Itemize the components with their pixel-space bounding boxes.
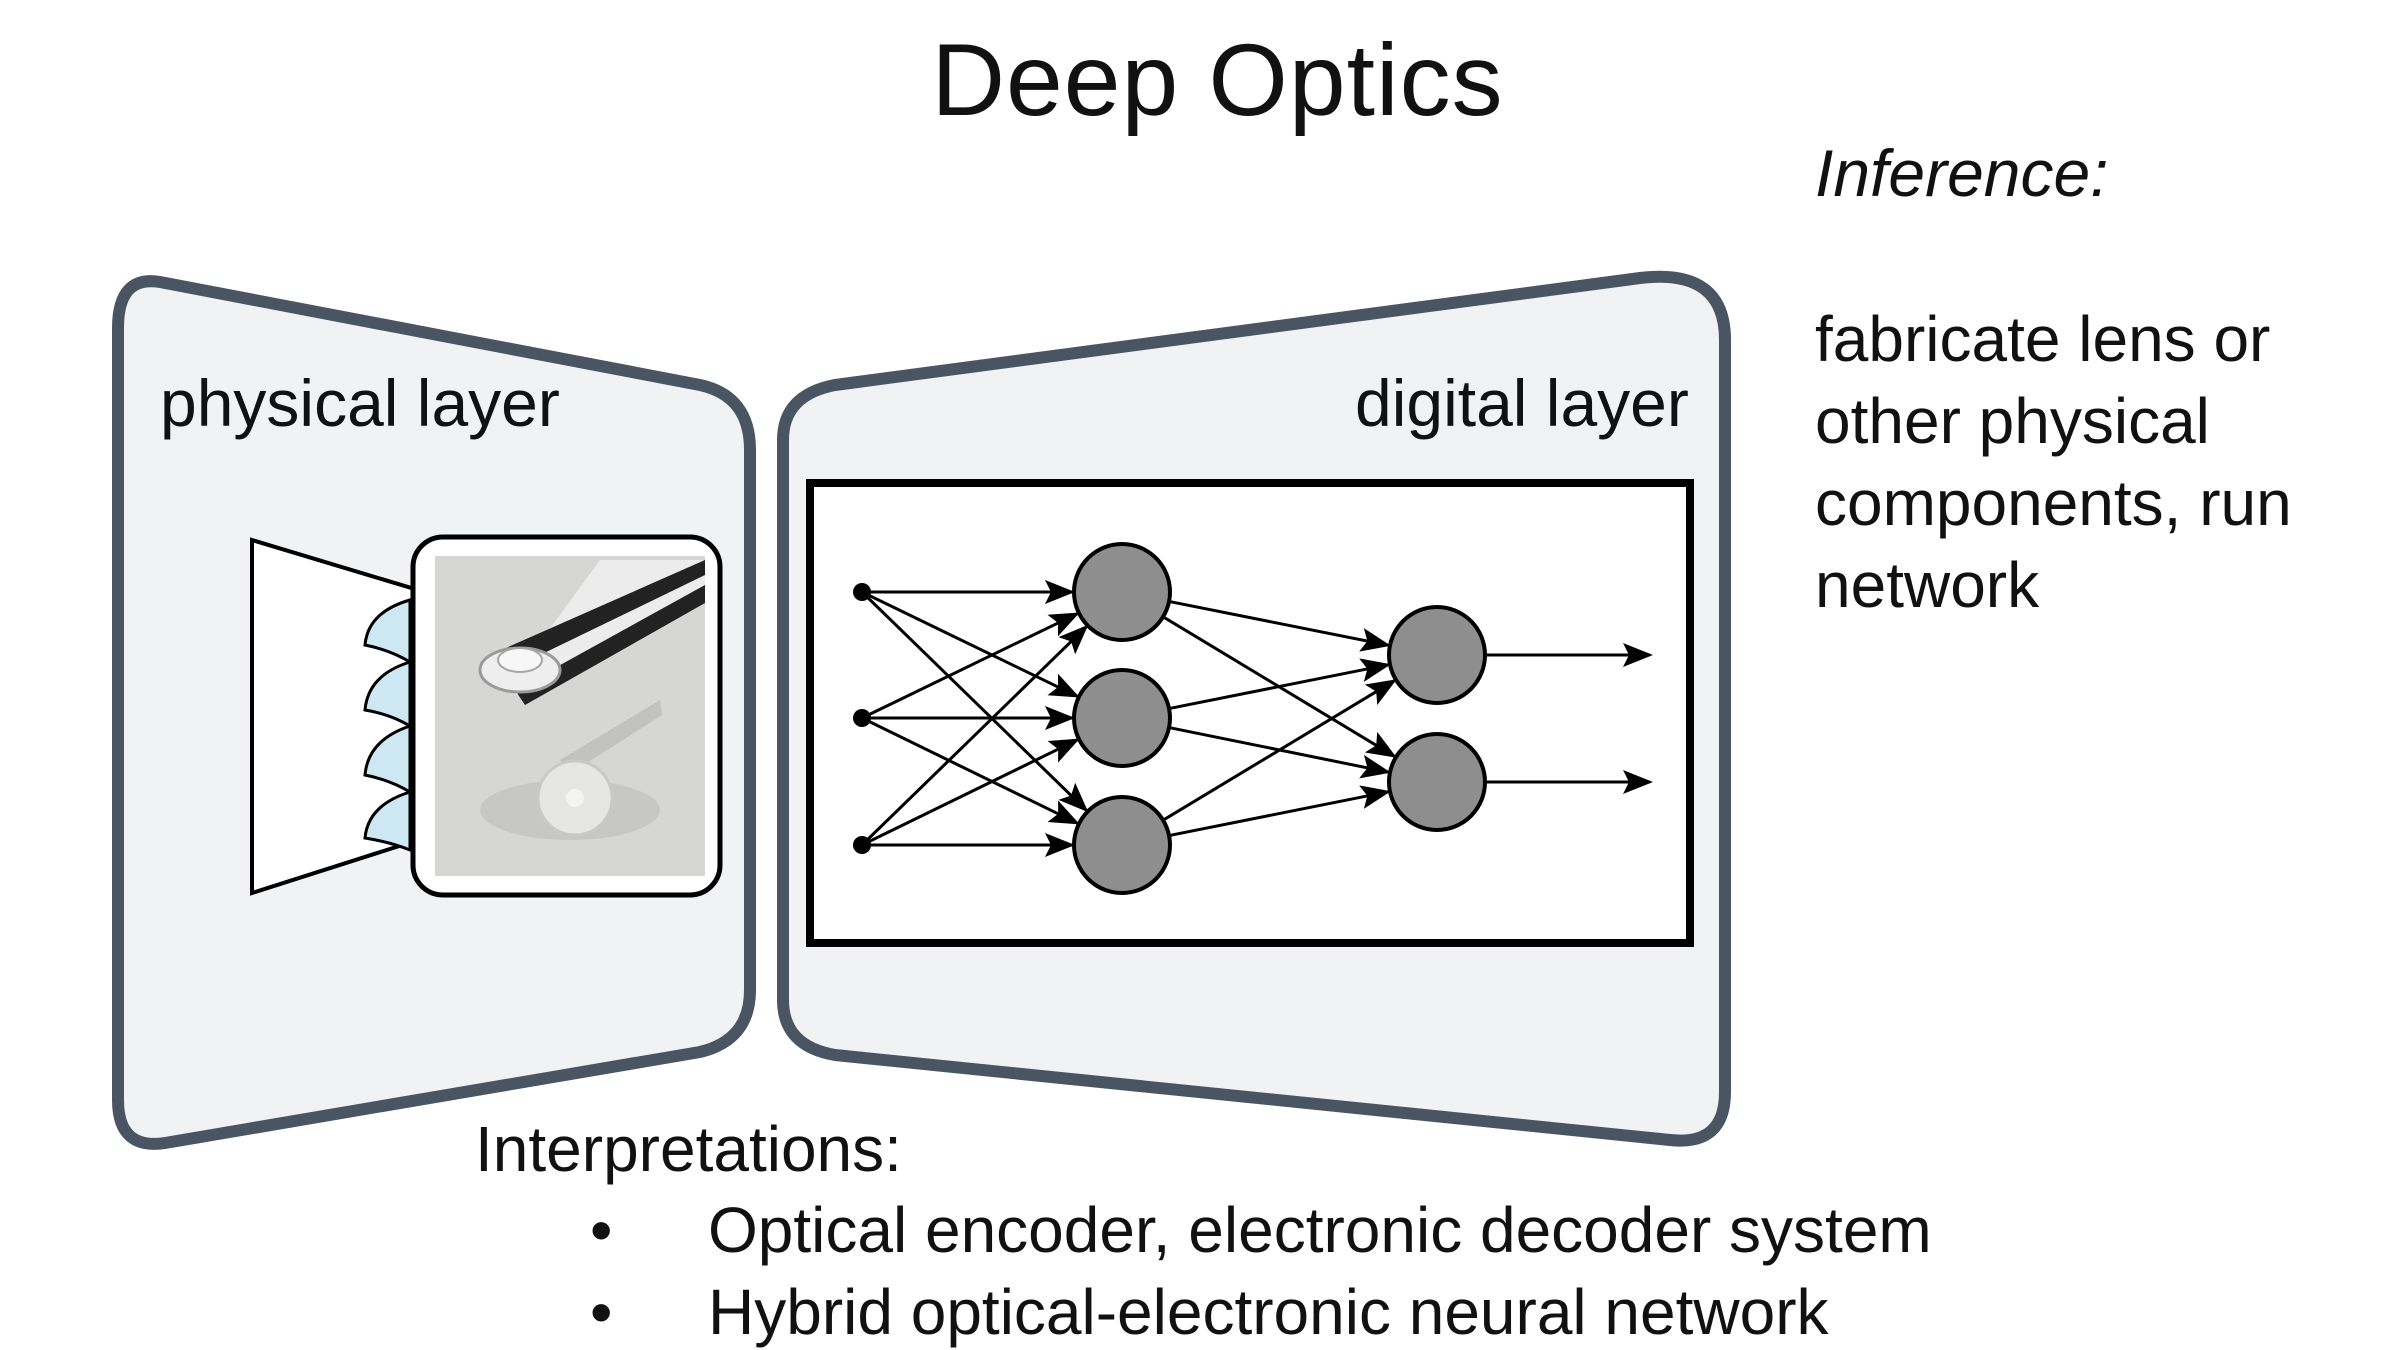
input-node [853,836,871,854]
interpretation-text: Optical encoder, electronic decoder syst… [708,1194,1932,1266]
inference-line: fabricate lens or [1815,303,2271,375]
interpretation-item: • Optical encoder, electronic decoder sys… [590,1193,1932,1267]
hidden-node [1072,795,1172,895]
bullet-marker: • [590,1194,613,1266]
network-edge [861,590,1080,698]
network-edge [861,612,1080,720]
bullet-marker: • [590,1276,613,1348]
network-edge [861,738,1080,847]
output-node [1387,605,1487,705]
page-title: Deep Optics [931,23,1504,137]
network-edge [1168,785,1391,838]
network-edges [860,580,1653,857]
input-node [853,583,871,601]
output-node [1387,732,1487,832]
network-edge [860,590,1089,813]
network-nodes [853,542,1487,895]
network-edge [1168,599,1391,652]
inference-line: components, run [1815,467,2292,539]
lens-element-shape [363,598,414,853]
inference-line: other physical [1815,385,2210,457]
digital-layer-label: digital layer [1355,366,1689,440]
network-edge [1168,658,1391,711]
interpretation-text: Hybrid optical-electronic neural network [708,1276,1829,1348]
hidden-node [1072,542,1172,642]
inference-text: fabricate lens or other physical compone… [1815,298,2292,626]
inference-line: network [1815,549,2040,621]
network-edge [1162,679,1397,822]
physical-layer-label: physical layer [160,366,560,440]
interpretation-item: • Hybrid optical-electronic neural networ… [590,1275,1829,1349]
lens-photo [435,556,705,876]
neural-network-box [806,479,1694,947]
hidden-node [1072,668,1172,768]
network-edge [860,624,1089,847]
interpretations-heading: Interpretations: [475,1113,902,1185]
inference-heading: Inference: [1815,136,2109,210]
tweezers-shape [490,560,705,672]
network-edge [861,716,1080,825]
input-node [853,709,871,727]
